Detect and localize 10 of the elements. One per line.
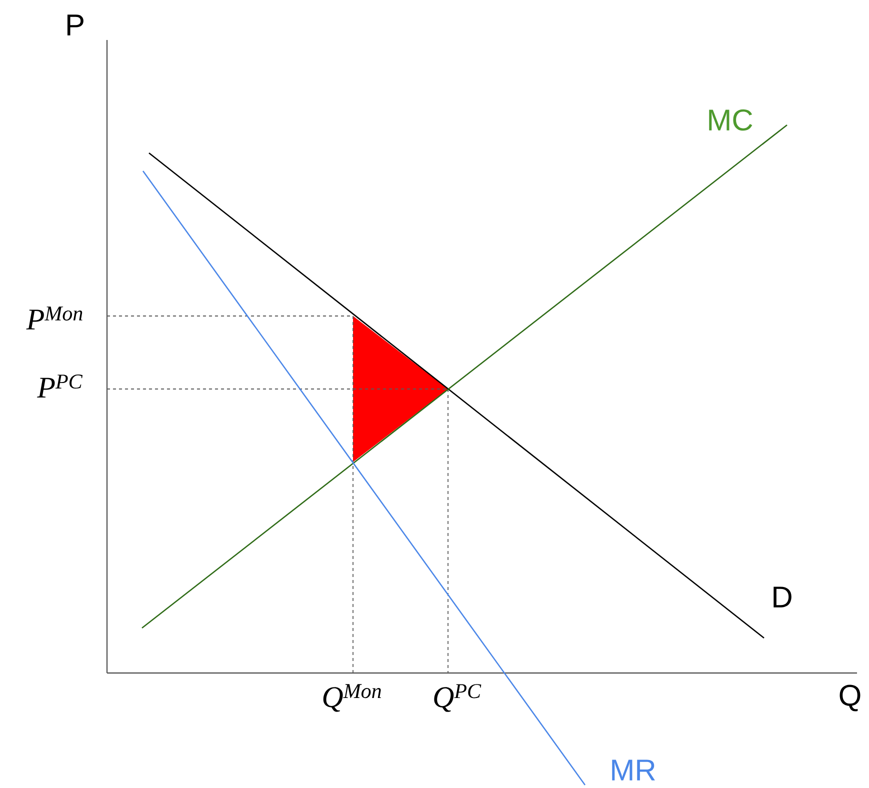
deadweight-loss-triangle — [353, 316, 448, 462]
curve-label: MC — [709, 109, 752, 131]
price-label: P$^{Mon}$ — [26, 306, 82, 330]
quantity-label: Q$^{PC}$ — [434, 684, 482, 712]
quantity-label: Q$^{Mon}$ — [323, 684, 381, 712]
price-label: P$^{PC}$ — [37, 374, 83, 398]
curve-label: D — [774, 586, 792, 608]
axis-label: P — [67, 14, 84, 36]
curve-label: MR — [612, 760, 655, 780]
axis-label: Q — [840, 684, 860, 712]
